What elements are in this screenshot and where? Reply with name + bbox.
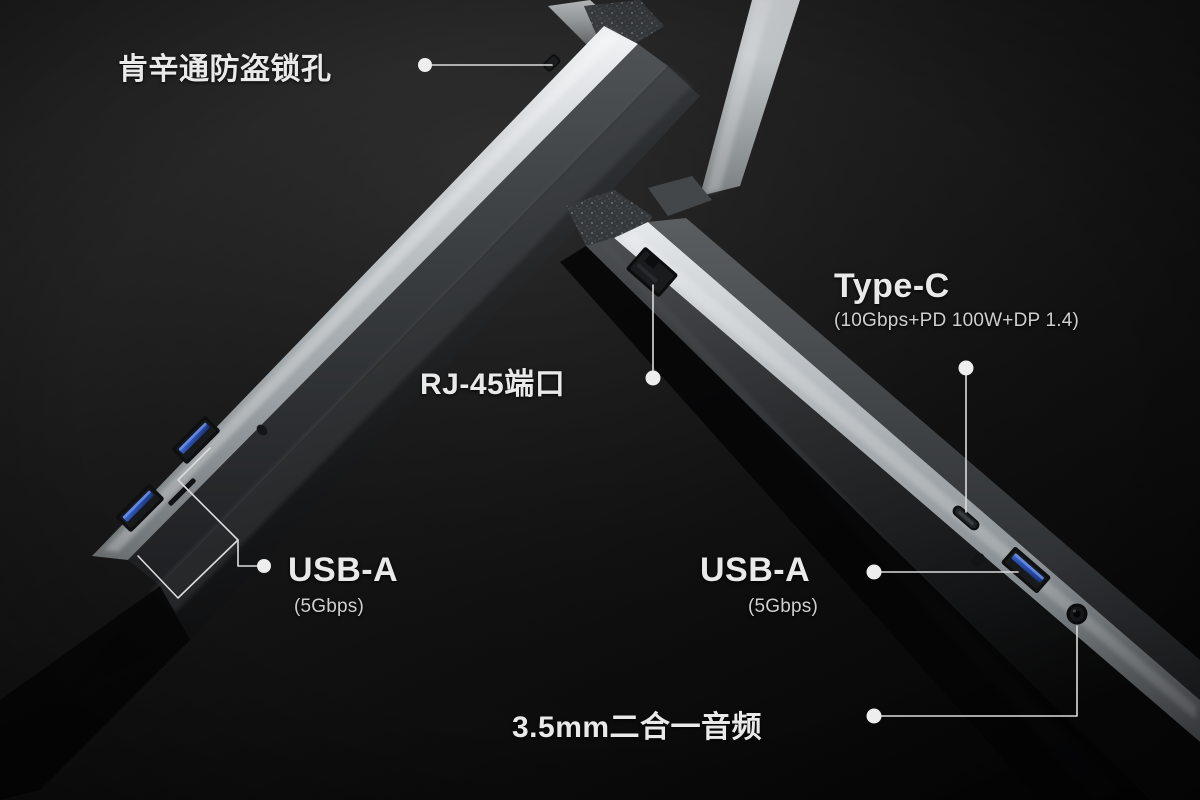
callout-usba-right-title: USB-A [700, 551, 811, 589]
callout-usba-right: USB-A (5Gbps) [700, 551, 818, 618]
callout-typec: Type-C (10Gbps+PD 100W+DP 1.4) [834, 267, 1079, 332]
callout-usba-right-subtitle: (5Gbps) [748, 596, 819, 617]
callout-kensington-title: 肯辛通防盗锁孔 [118, 53, 332, 86]
callout-kensington: 肯辛通防盗锁孔 [118, 44, 332, 88]
callout-rj45-title: RJ-45端口 [420, 368, 566, 401]
callout-rj45: RJ-45端口 [420, 359, 565, 403]
callout-audio: 3.5mm二合一音频 [512, 702, 762, 746]
callout-usba-left-subtitle: (5Gbps) [294, 596, 365, 617]
callout-audio-title: 3.5mm二合一音频 [512, 711, 763, 744]
callout-usba-left-title: USB-A [288, 551, 399, 589]
callout-typec-title: Type-C [834, 267, 950, 305]
callout-typec-subtitle: (10Gbps+PD 100W+DP 1.4) [834, 310, 1080, 331]
callout-usba-left: USB-A (5Gbps) [288, 551, 398, 618]
